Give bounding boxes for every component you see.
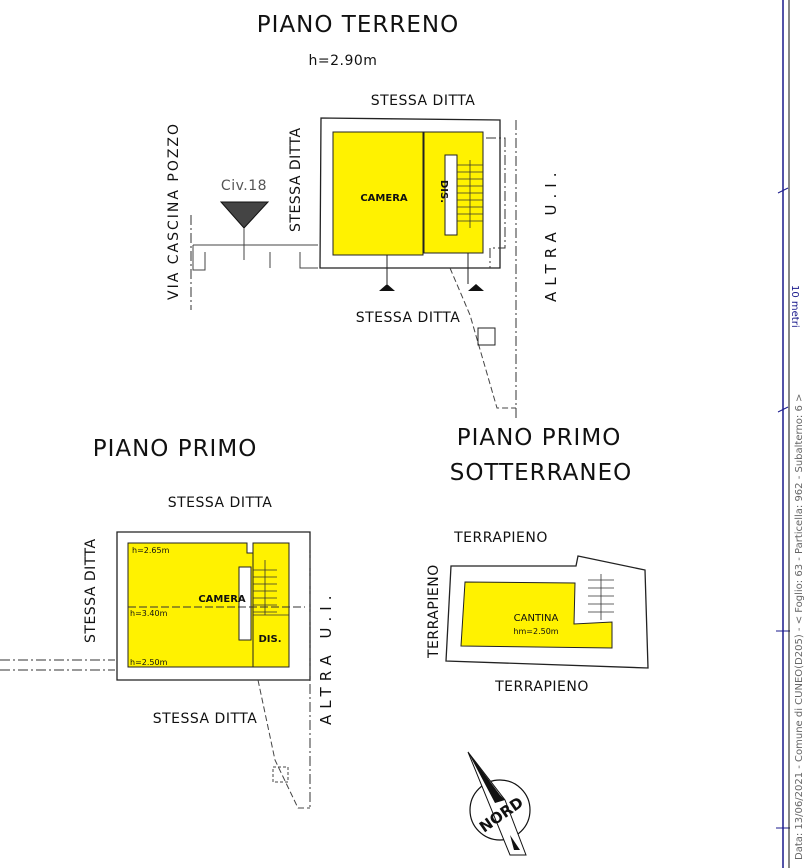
- first-floor-title: PIANO PRIMO: [93, 436, 258, 462]
- basement-plan: PIANO PRIMO SOTTERRANEO TERRAPIENO TERRA…: [426, 425, 649, 695]
- cantina-room: [460, 581, 613, 649]
- first-height-1: h=2.65m: [132, 546, 170, 555]
- ground-floor-label-top: STESSA DITTA: [371, 93, 476, 109]
- ground-floor-label-right: ALTRA U.I.: [542, 167, 560, 303]
- basement-label-top: TERRAPIENO: [453, 530, 548, 546]
- entrance-marker-icon: [219, 201, 270, 229]
- ground-dis-label: DIS.: [438, 180, 449, 203]
- first-floor-plan: PIANO PRIMO STESSA DITTA STESSA DITTA h=…: [0, 436, 335, 809]
- basement-title-line1: PIANO PRIMO: [457, 425, 622, 451]
- ground-floor-title: PIANO TERRENO: [257, 12, 459, 38]
- ground-camera-room: [332, 131, 424, 256]
- first-floor-label-bottom: STESSA DITTA: [153, 711, 258, 727]
- well-icon: [477, 327, 496, 346]
- ground-floor-label-left: STESSA DITTA: [288, 127, 304, 232]
- scale-bar: 10 metri: [776, 0, 800, 868]
- cantina-height: hm=2.50m: [513, 627, 558, 636]
- ground-camera-label: CAMERA: [360, 193, 408, 204]
- basement-label-bottom: TERRAPIENO: [494, 679, 589, 695]
- first-dis-label: DIS.: [258, 634, 281, 645]
- ground-floor-height: h=2.90m: [309, 53, 378, 69]
- street-name: VIA CASCINA POZZO: [166, 122, 182, 300]
- basement-staircase-icon: [588, 574, 614, 620]
- entrance-arrow-icon: [379, 284, 484, 291]
- scale-label: 10 metri: [789, 285, 800, 328]
- margin-note: Data: 13/06/2021 - Comune di CUNEO(D205)…: [794, 394, 804, 860]
- neighbour-outline: [192, 244, 318, 271]
- first-height-3: h=2.50m: [130, 658, 168, 667]
- basement-label-left: TERRAPIENO: [426, 564, 442, 659]
- courtyard-outline: [449, 267, 516, 409]
- stair-wall: [444, 154, 458, 236]
- first-height-2: h=3.40m: [130, 609, 168, 618]
- first-floor-label-top: STESSA DITTA: [168, 495, 273, 511]
- first-camera-room: [127, 542, 254, 668]
- first-staircase-icon: [253, 560, 289, 616]
- cantina-label: CANTINA: [514, 613, 559, 624]
- ground-floor-plan: PIANO TERRENO h=2.90m STESSA DITTA VIA C…: [166, 12, 560, 420]
- first-floor-label-right: ALTRA U.I.: [317, 590, 335, 726]
- ground-floor-label-bottom: STESSA DITTA: [356, 310, 461, 326]
- civic-number: Civ.18: [221, 178, 267, 194]
- north-arrow-icon: NORD: [467, 751, 531, 856]
- first-camera-label: CAMERA: [198, 594, 246, 605]
- stair-wall: [238, 566, 252, 641]
- ground-staircase-icon: [457, 160, 483, 228]
- first-floor-label-left: STESSA DITTA: [83, 538, 99, 643]
- basement-title-line2: SOTTERRANEO: [450, 460, 633, 486]
